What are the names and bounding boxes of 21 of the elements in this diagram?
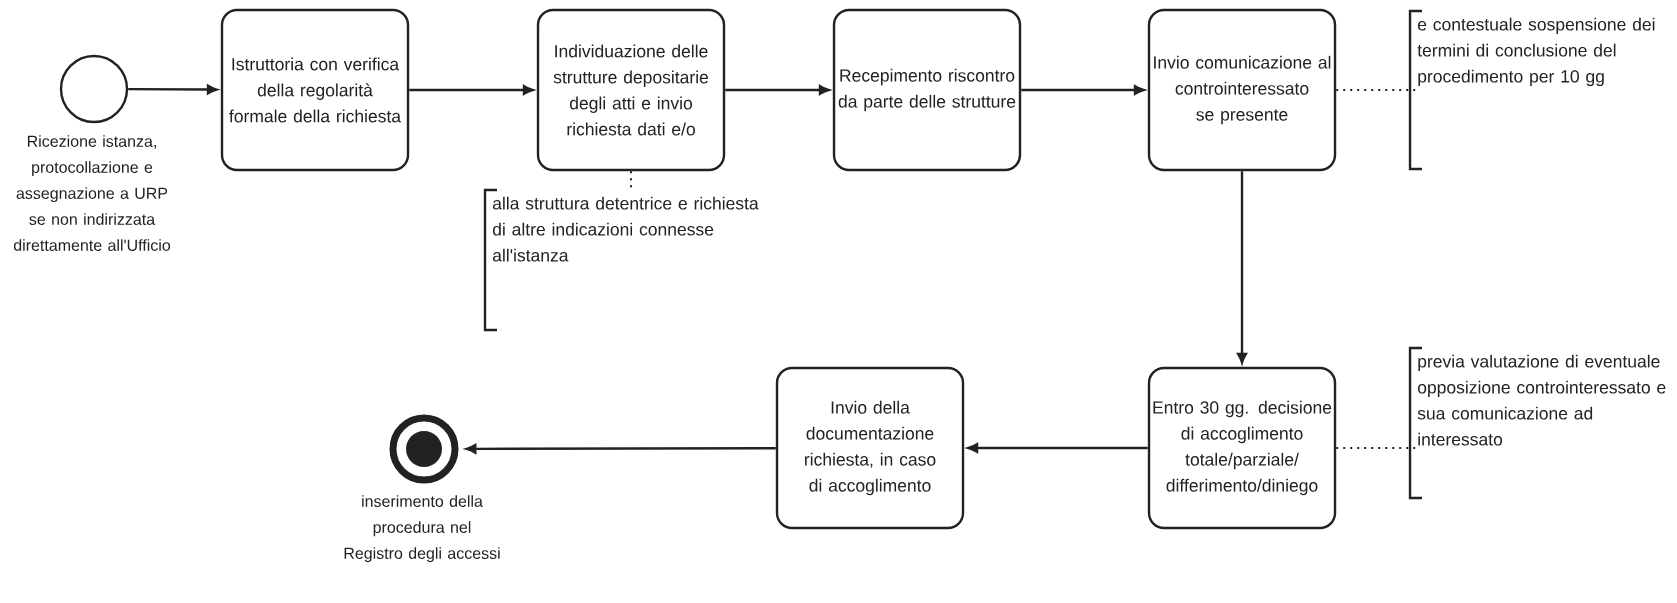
annotation-bracket: e contestuale sospensione dei termini di conclusione del procedimento per 10 gg <box>1408 9 1655 171</box>
annotation-bracket: alla struttura detentrice e richiesta di altre indicazioni connesse all'istanza <box>483 188 759 332</box>
flow-arrow <box>725 85 830 95</box>
task-box: Entro 30 gg. decisione di accoglimento totale/parziale/differimento/diniego <box>1147 366 1337 530</box>
task-box: Individuazione delle strutture depositarie degli atti e invio richiesta dati e/o <box>536 8 726 172</box>
flow-arrow <box>1237 171 1247 364</box>
association-line <box>1335 447 1417 449</box>
task-box: Recepimento riscontro da parte delle strutture <box>832 8 1022 172</box>
task-box: Istruttoria con verifica della regolarità formale della richiesta <box>220 8 410 172</box>
flow-arrow <box>967 443 1148 453</box>
event-caption: Ricezione istanza, protocollazione e assegnazione a URP se non indirizzata direttamente all'Ufficio <box>13 135 171 251</box>
association-line <box>1335 89 1417 91</box>
task-box: Invio comunicazione al controinteressato se presente <box>1147 8 1337 172</box>
flow-arrow <box>465 443 776 454</box>
flow-arrow <box>409 85 534 95</box>
flow-arrow <box>1021 85 1145 95</box>
end-event-circle <box>389 414 459 484</box>
event-caption: inserimento della procedura nel Registro degli accessi <box>344 495 500 563</box>
annotation-bracket: previa valutazione di eventuale opposizione controinteressato e sua comunicazione ad interessato <box>1408 346 1666 500</box>
start-event-circle <box>59 54 129 124</box>
task-box: Invio della documentazione richiesta, in caso di accoglimento <box>775 366 965 530</box>
